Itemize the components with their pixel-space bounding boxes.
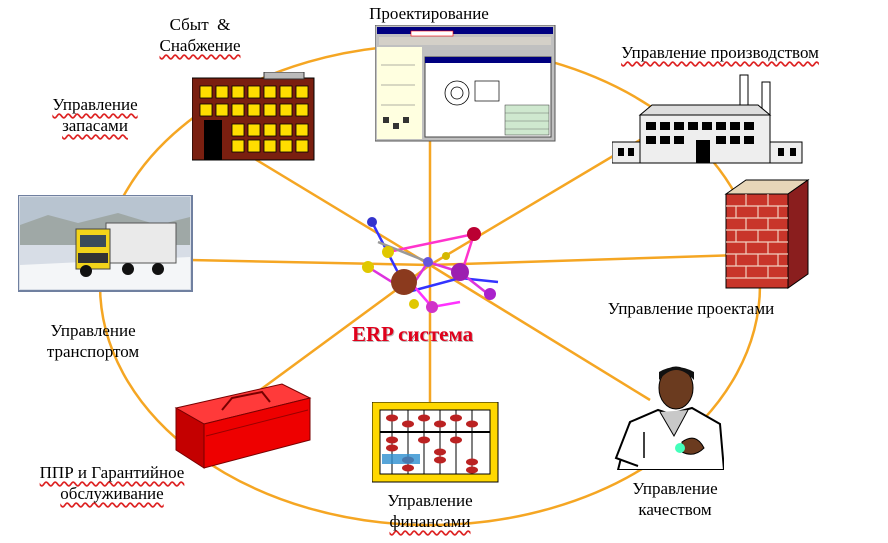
finance-label-line2: финансами <box>389 512 471 531</box>
inventory-label: Управление запасами <box>20 94 170 136</box>
transport-label-line1: Управление <box>50 321 136 340</box>
finance-label-line1: Управление <box>387 491 473 510</box>
transport-label: Управление транспортом <box>18 320 168 362</box>
design-label: Проектирование <box>369 4 489 23</box>
maintenance-label-line2: обслуживание <box>60 484 164 503</box>
toolbox-icon <box>174 383 312 469</box>
quality-label-line2: качеством <box>638 500 712 519</box>
abacus-icon <box>372 402 499 483</box>
center-label: ERP система <box>352 322 474 346</box>
inventory-label-line2: запасами <box>62 116 128 135</box>
sales-label: Сбыт & Снабжение <box>140 14 260 56</box>
brick-wall-icon <box>724 179 810 289</box>
sales-label-line2: Снабжение <box>159 36 241 55</box>
molecule-icon <box>362 217 499 313</box>
inventory-label-line1: Управление <box>52 95 138 114</box>
transport-label-line2: транспортом <box>46 342 140 361</box>
finance-label: Управление финансами <box>340 490 520 532</box>
quality-label: Управление качеством <box>600 478 750 520</box>
doctor-icon <box>614 366 724 470</box>
truck-icon <box>18 195 193 292</box>
cad-screen-icon <box>375 25 556 142</box>
sales-label-line1: Сбыт & <box>169 15 231 34</box>
maintenance-label: ППР и Гарантийное обслуживание <box>2 462 222 504</box>
quality-label-line1: Управление <box>632 479 718 498</box>
factory-icon <box>612 74 803 164</box>
building-icon <box>192 72 315 161</box>
projects-label: Управление проектами <box>607 299 775 318</box>
production-label: Управление производством <box>621 43 819 62</box>
spokes <box>189 135 741 405</box>
maintenance-label-line1: ППР и Гарантийное <box>39 463 185 482</box>
